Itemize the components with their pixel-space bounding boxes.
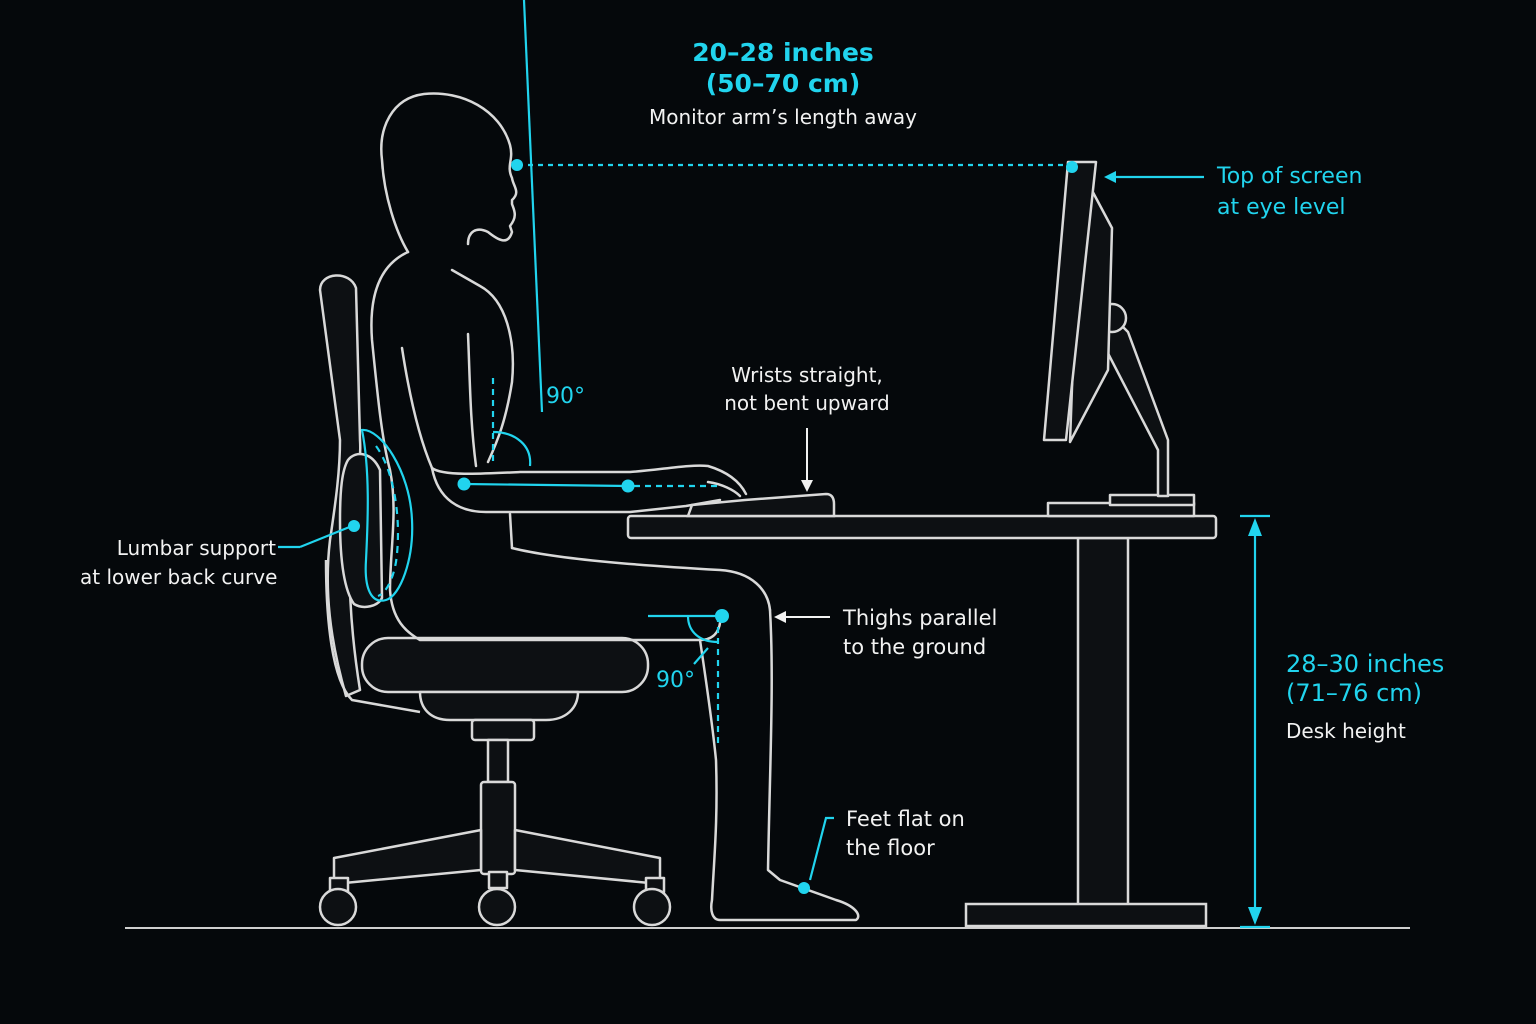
chair-caster-right: [632, 887, 672, 927]
knee-dot: [715, 609, 729, 623]
lumbar-dot: [348, 520, 360, 532]
eye-line-marker: [511, 159, 1204, 183]
person-arm-inner: [400, 346, 434, 470]
thighs-arrowhead: [774, 611, 786, 623]
chair-seat: [360, 636, 650, 694]
screen-top-arrowhead: [1104, 171, 1116, 183]
wrist-dot: [621, 479, 635, 493]
chair-caster-left: [318, 887, 358, 927]
person-head: [380, 92, 518, 254]
person-back: [370, 250, 722, 642]
desk: [626, 492, 1218, 928]
desk-height-arrow-top: [1248, 518, 1262, 536]
elbow-dot: [457, 477, 471, 491]
wrists-line1: Wrists straight,: [731, 363, 883, 387]
lumbar-dashed-curve: [375, 445, 400, 598]
forearm-line: [463, 482, 629, 488]
elbow-arc: [492, 430, 532, 467]
viewing-distance-cm: (50–70 cm): [705, 68, 861, 98]
person-waist: [508, 512, 514, 550]
screen-top-label: Top of screen at eye level: [1217, 162, 1362, 224]
desk-height-caption: Desk height: [1286, 718, 1406, 743]
viewing-distance-caption: Monitor arm’s length away: [649, 105, 917, 129]
desk-height-dimension: [1240, 514, 1270, 929]
chair-caster-center: [477, 887, 517, 927]
thighs-line2: to the ground: [843, 635, 987, 660]
desk-height-label: 28–30 inches (71–76 cm) Desk height: [1286, 650, 1444, 743]
person-forearm-upper: [430, 464, 748, 496]
monitor-stand-plate: [1108, 493, 1196, 507]
person-thigh-top: [510, 546, 772, 612]
monitor-screen: [1042, 160, 1098, 442]
lumbar-label: Lumbar support at lower back curve: [80, 534, 278, 592]
elbow-angle-label: 90°: [546, 384, 585, 409]
person-neck-front: [450, 268, 515, 464]
lumbar-support-marker: [278, 428, 414, 602]
feet-line2: the floor: [846, 836, 935, 861]
lumbar-line1: Lumbar support: [116, 536, 276, 560]
feet-line1: Feet flat on: [846, 807, 965, 831]
desk-height-cm: (71–76 cm): [1286, 679, 1423, 708]
screen-top-line2: at eye level: [1217, 194, 1346, 220]
wrists-label: Wrists straight, not bent upward: [696, 362, 918, 417]
keyboard: [686, 492, 836, 518]
knee-arc: [686, 615, 719, 644]
thighs-label: Thighs parallel to the ground: [843, 604, 997, 663]
viewing-distance-label: 20–28 inches (50–70 cm) Monitor arm’s le…: [620, 38, 946, 129]
chair-post-top: [470, 718, 536, 742]
lumbar-line2: at lower back curve: [80, 565, 278, 589]
feet-marker: [798, 816, 834, 894]
white-pointers: [774, 428, 830, 623]
feet-dot: [798, 882, 810, 894]
screen-top-line1: Top of screen: [1217, 164, 1363, 189]
chair-leg-left: [332, 828, 483, 886]
feet-label: Feet flat on the floor: [846, 805, 965, 864]
viewing-distance-inches: 20–28 inches: [692, 38, 874, 67]
person-forearm-lower: [430, 466, 722, 514]
office-chair: [318, 274, 672, 927]
person-torso-line: [466, 332, 478, 468]
desk-height-arrow-bottom: [1248, 907, 1262, 925]
elbow-angle-marker: [457, 0, 718, 493]
desk-top: [626, 514, 1218, 540]
person-lower-leg: [698, 608, 860, 922]
chair-back-cushion: [338, 452, 384, 609]
wrists-line2: not bent upward: [724, 390, 890, 415]
lumbar-outline: [360, 428, 414, 602]
knee-angle-marker: [648, 609, 729, 744]
chair-leg-right: [513, 828, 662, 886]
desk-leg: [1076, 536, 1130, 908]
wrists-arrowhead: [801, 480, 813, 492]
chair-seat-base: [418, 690, 580, 722]
chair-cylinder: [479, 780, 517, 876]
desk-foot: [964, 902, 1208, 928]
chair-post: [486, 738, 510, 784]
person-hand-fingers: [706, 480, 742, 498]
person: [370, 92, 860, 922]
eye-dot: [511, 159, 523, 171]
knee-angle-pointer: [693, 647, 709, 665]
chair-frame: [324, 559, 421, 714]
lumbar-pointer-bend: [299, 524, 353, 549]
feet-pointer: [808, 816, 834, 881]
chair-caster-mount-center: [487, 870, 509, 890]
knee-angle-label: 90°: [656, 668, 695, 693]
elbow-angle-pointer: [522, 0, 544, 413]
chair-backrest: [318, 274, 362, 698]
desk-height-inches: 28–30 inches: [1286, 650, 1445, 678]
screen-top-dot: [1066, 161, 1078, 173]
monitor: [1042, 160, 1196, 518]
thighs-line1: Thighs parallel: [843, 606, 998, 630]
